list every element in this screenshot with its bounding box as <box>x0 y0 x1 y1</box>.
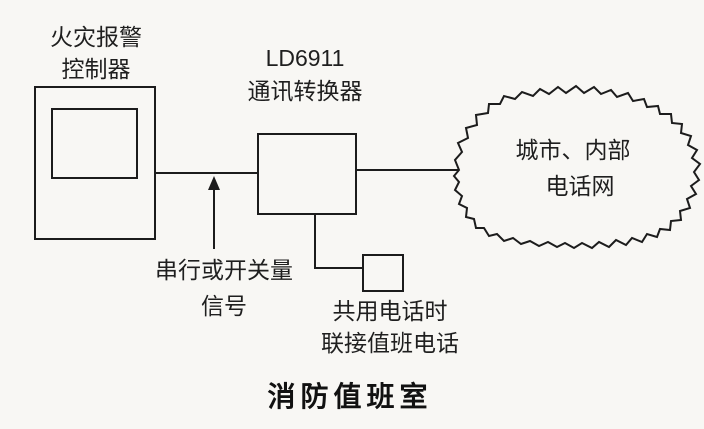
up-arrow-icon <box>208 176 220 190</box>
converter-label-line1: LD6911 <box>266 45 345 71</box>
signal-label-line2: 信号 <box>201 293 247 319</box>
converter-label-line2: 通讯转换器 <box>248 78 363 104</box>
fire-alarm-controller-box <box>34 86 156 240</box>
controller-inner-panel <box>51 108 138 179</box>
ld6911-converter-box <box>257 133 357 215</box>
signal-label-line1: 串行或开关量 <box>155 257 293 283</box>
controller-label-line1: 火灾报警 <box>50 24 142 50</box>
duty-phone-label-line2: 联接值班电话 <box>321 330 459 356</box>
cloud-label-line2: 电话网 <box>546 173 615 199</box>
controller-label-line2: 控制器 <box>62 56 131 82</box>
wire-converter-to-duty-phone <box>314 214 363 269</box>
duty-phone-box <box>362 254 404 292</box>
diagram-title: 消防值班室 <box>267 380 432 412</box>
telephone-network-cloud-icon <box>452 84 702 250</box>
duty-phone-label-line1: 共用电话时 <box>333 298 448 324</box>
cloud-label-line1: 城市、内部 <box>516 137 631 163</box>
